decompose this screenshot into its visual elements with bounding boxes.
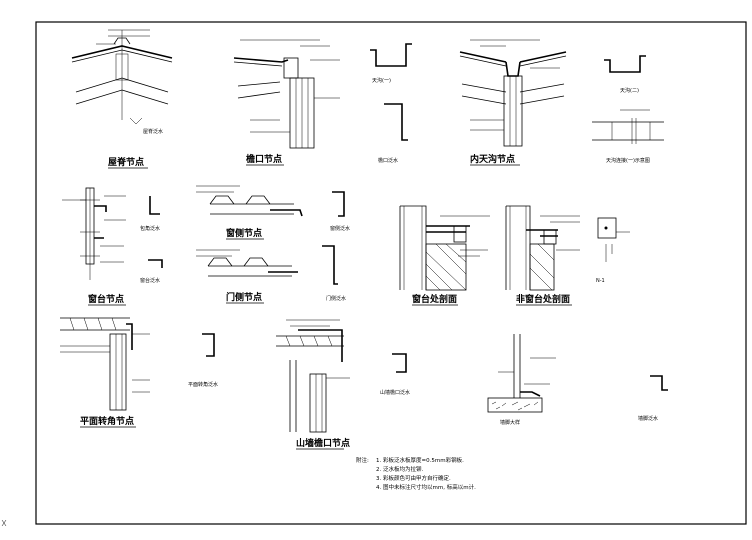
gable-flashing-profile — [392, 353, 407, 373]
note-item: 4. 图中未标注尺寸均以mm, 标高以m计. — [376, 483, 476, 491]
gutter-one-profile — [370, 43, 412, 67]
valley-detail-title: 内天沟节点 — [470, 153, 515, 165]
eave-detail-title: 檐口节点 — [246, 153, 282, 165]
gutter-one-label: 天沟(一) — [372, 77, 391, 84]
window-side-drawing — [196, 185, 303, 217]
ridge-detail-title: 屋脊节点 — [108, 156, 144, 168]
gutter-joint-drawing — [592, 109, 664, 144]
eave-flashing-profile — [384, 103, 408, 141]
base-detail-label: 墙脚大样 — [500, 419, 520, 426]
notes-block: 附注: 1. 彩板泛水板厚度=0.5mm彩钢板. 2. 泛水板均为拉铆. 3. … — [356, 456, 476, 491]
n1-label: N-1 — [596, 278, 605, 284]
window-sill-title: 窗台节点 — [88, 293, 124, 305]
sill-flashing-profile — [148, 259, 163, 268]
gutter-joint-label: 天沟连接(一)示意图 — [606, 157, 650, 164]
corner-mark — [1, 519, 7, 527]
window-sill-drawing — [62, 187, 126, 280]
door-flashing-label: 门侧泛水 — [326, 295, 346, 302]
parapet-edge-drawing — [60, 317, 150, 411]
eave-detail-drawing — [233, 39, 340, 149]
eave-flashing-label: 檐口泛水 — [378, 157, 398, 164]
sheet-border — [35, 21, 747, 525]
gutter-two-profile — [604, 55, 646, 73]
note-item: 2. 泛水板均为拉铆. — [376, 465, 423, 473]
plan-corner-flashing-profile — [202, 333, 215, 357]
sill-flashing-label: 窗台泛水 — [140, 277, 160, 284]
plan-corner-flashing-label: 平面转角泛水 — [188, 381, 218, 388]
base-detail-drawing — [487, 334, 556, 413]
side-flashing-profile — [332, 191, 345, 217]
base-flashing-profile — [650, 375, 668, 391]
gable-eave-drawing — [276, 319, 350, 433]
door-side-drawing — [196, 249, 298, 277]
ridge-flashing-label: 屋脊泛水 — [143, 128, 163, 135]
non-window-section-title: 非窗台处剖面 — [516, 293, 570, 305]
parapet-edge-title: 平面转角节点 — [80, 415, 134, 427]
window-section-title: 窗台处剖面 — [412, 293, 457, 305]
non-window-section-drawing — [505, 205, 580, 291]
gutter-two-label: 天沟(二) — [620, 87, 639, 94]
valley-detail-drawing — [459, 39, 567, 147]
note-item: 3. 彩板颜色可由甲方自行确定. — [376, 474, 451, 482]
base-flashing-label: 墙脚泛水 — [638, 415, 658, 422]
window-section-drawing — [399, 205, 490, 291]
door-side-title: 门侧节点 — [226, 291, 262, 303]
gable-flashing-label: 山墙檐口泛水 — [380, 389, 410, 396]
note-item: 1. 彩板泛水板厚度=0.5mm彩钢板. — [376, 456, 464, 464]
n1-drawing — [597, 217, 630, 262]
notes-header: 附注: — [356, 456, 369, 464]
ridge-detail-drawing — [71, 29, 173, 125]
gable-eave-title: 山墙檐口节点 — [296, 437, 350, 449]
side-flashing-label: 窗侧泛水 — [330, 225, 350, 232]
door-flashing-profile — [322, 245, 338, 285]
corner-flashing-profile — [149, 196, 160, 215]
window-side-title: 窗侧节点 — [226, 227, 262, 239]
corner-flashing-label: 包角泛水 — [140, 225, 160, 232]
